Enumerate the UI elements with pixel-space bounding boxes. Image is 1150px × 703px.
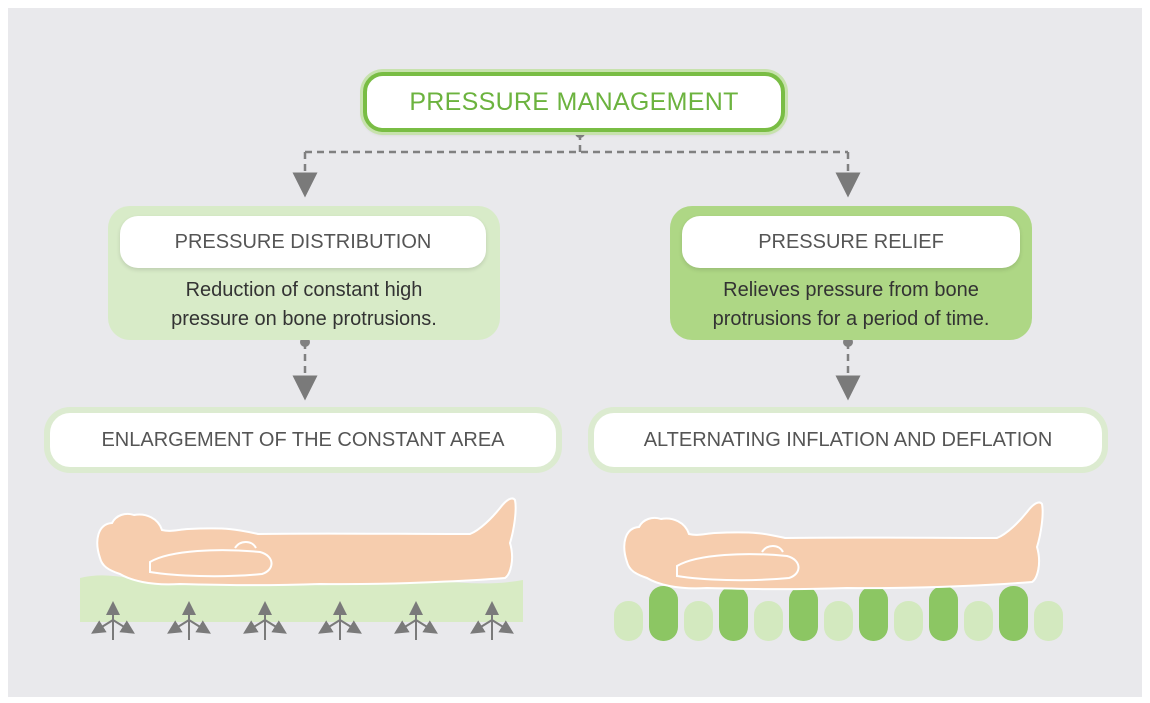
branch-description-relief: Relieves pressure from bone protrusions … xyxy=(670,276,1032,334)
description-line: pressure on bone protrusions. xyxy=(171,308,437,330)
method-box-alternating: ALTERNATING INFLATION AND DEFLATION xyxy=(594,413,1102,467)
description-line: Reduction of constant high xyxy=(185,279,423,301)
branch-heading-text: PRESSURE DISTRIBUTION xyxy=(174,230,432,253)
description-line: Relieves pressure from bone xyxy=(723,279,979,301)
method-box-enlargement: ENLARGEMENT OF THE CONSTANT AREA xyxy=(50,413,556,467)
spread-arrow xyxy=(394,601,438,640)
branch-card-distribution: PRESSURE DISTRIBUTION Reduction of const… xyxy=(108,206,500,340)
branch-heading-text: PRESSURE RELIEF xyxy=(758,230,944,253)
spread-arrow xyxy=(318,601,362,640)
branch-heading-relief: PRESSURE RELIEF xyxy=(682,216,1020,268)
foam-mattress xyxy=(80,575,523,640)
lying-patient-left xyxy=(96,497,517,587)
description-line: protrusions for a period of time. xyxy=(712,308,990,330)
branch-description-distribution: Reduction of constant high pressure on b… xyxy=(108,276,500,334)
spread-arrow xyxy=(91,601,135,640)
title-text: PRESSURE MANAGEMENT xyxy=(409,87,739,116)
spread-arrow xyxy=(243,601,287,640)
method-text: ALTERNATING INFLATION AND DEFLATION xyxy=(643,428,1053,451)
branch-heading-distribution: PRESSURE DISTRIBUTION xyxy=(120,216,486,268)
method-text: ENLARGEMENT OF THE CONSTANT AREA xyxy=(101,428,505,451)
spread-arrow xyxy=(470,601,514,640)
spread-arrow xyxy=(167,601,211,640)
title-box: PRESSURE MANAGEMENT xyxy=(363,72,785,132)
air-mattress xyxy=(614,586,1063,641)
connector-title-to-branches xyxy=(292,133,861,198)
branch-card-relief: PRESSURE RELIEF Relieves pressure from b… xyxy=(670,206,1032,340)
lying-patient-right xyxy=(623,501,1044,591)
